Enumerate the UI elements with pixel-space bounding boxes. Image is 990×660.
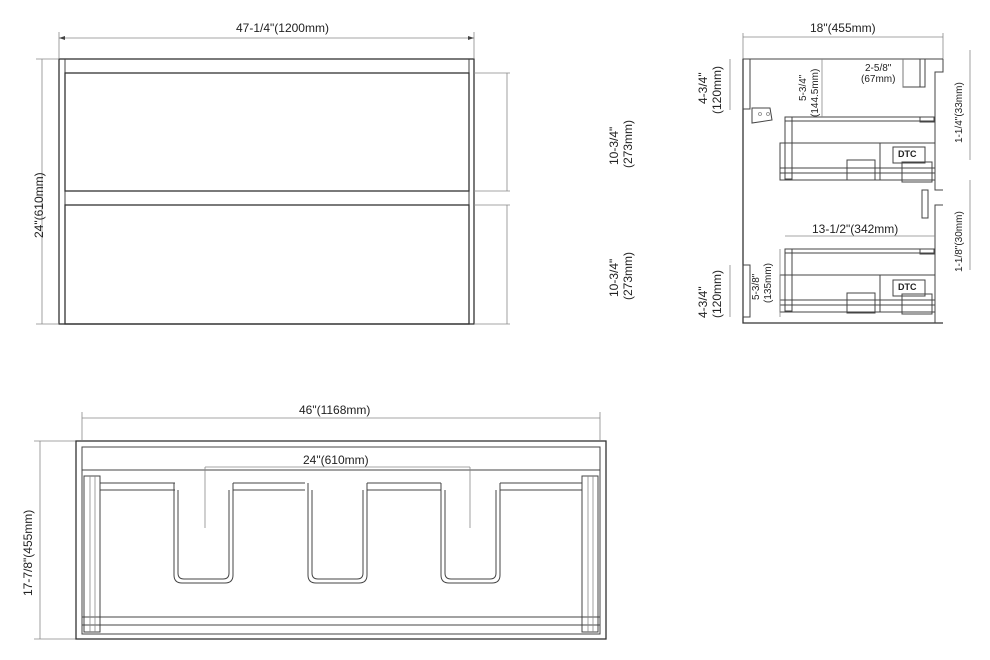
drawer-depth-label: 13-1/2"(342mm) — [812, 222, 899, 236]
lower-clearance-in: 5-3/8" — [751, 273, 762, 300]
brand-logo-lower: DTC — [898, 282, 917, 292]
inner-span-label: 24"(610mm) — [303, 453, 369, 467]
bottom-drawer-height-mm: (273mm) — [621, 251, 635, 300]
side-bottom-offset-in: 4-3/4" — [696, 286, 710, 318]
side-gap-mid: 1-1/8"(30mm) — [954, 211, 965, 272]
upper-clearance-mm: (144.5mm) — [810, 68, 821, 117]
side-gap-top: 1-1/4"(33mm) — [954, 82, 965, 143]
lower-clearance-mm: (135mm) — [763, 262, 774, 303]
side-bottom-offset-mm: (120mm) — [710, 269, 724, 318]
top-view — [34, 412, 607, 640]
side-view — [729, 33, 971, 324]
top-view-width-label: 46"(1168mm) — [299, 403, 371, 417]
side-depth-label: 18"(455mm) — [810, 21, 876, 35]
front-height-label: 24"(610mm) — [32, 172, 46, 238]
side-top-offset-mm: (120mm) — [710, 65, 724, 114]
top-drawer-height-in: 10-3/4" — [607, 126, 621, 165]
top-view-depth-label: 17-7/8"(455mm) — [21, 509, 35, 596]
brand-logo-upper: DTC — [898, 149, 917, 159]
side-top-offset-in: 4-3/4" — [696, 72, 710, 104]
top-gap-mm: (67mm) — [861, 74, 896, 85]
upper-clearance-in: 5-3/4" — [798, 74, 809, 101]
front-width-label: 47-1/4"(1200mm) — [236, 21, 329, 35]
top-gap-in: 2-5/8" — [865, 63, 892, 74]
top-drawer-height-mm: (273mm) — [621, 119, 635, 168]
bottom-drawer-height-in: 10-3/4" — [607, 258, 621, 297]
front-view — [36, 32, 510, 325]
